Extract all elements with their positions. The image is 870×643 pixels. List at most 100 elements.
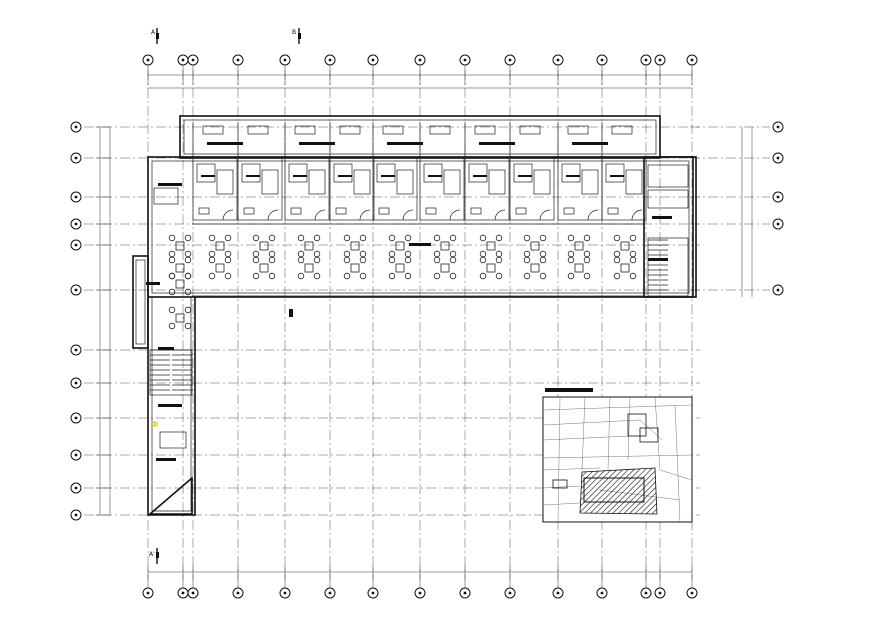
chair [359, 256, 367, 264]
chair [449, 272, 457, 280]
chair [433, 250, 441, 258]
grid-bubble-dot [74, 348, 78, 352]
grid-bubble-dot [463, 591, 467, 595]
chair [479, 256, 487, 264]
dining-table-icon [252, 234, 276, 258]
grid-bubble-dot [556, 58, 560, 62]
chair [268, 250, 276, 258]
room-outline [329, 157, 375, 221]
chair [567, 272, 575, 280]
chair [539, 256, 547, 264]
chair [495, 256, 503, 264]
grid-bubble-dot [181, 58, 185, 62]
grid-bubble-dot [600, 591, 604, 595]
chair [224, 272, 232, 280]
grid-bubble-dot [74, 381, 78, 385]
chair [629, 256, 637, 264]
guest-rooms-row [192, 122, 647, 221]
chair [583, 234, 591, 242]
chair [343, 234, 351, 242]
grid-bubble-dot [644, 58, 648, 62]
bathroom-block [241, 163, 261, 183]
chair [567, 250, 575, 258]
chair [168, 288, 176, 296]
chair [297, 256, 305, 264]
table-top [259, 241, 269, 251]
chair [404, 234, 412, 242]
door-swing [449, 209, 461, 221]
bed-block [443, 169, 461, 195]
grid-bubbles [70, 54, 784, 599]
balcony-furniture [339, 125, 361, 135]
section-marker-icon [298, 33, 301, 39]
bathroom-block [333, 163, 353, 183]
dining-table-icon [388, 234, 412, 258]
table-top [574, 263, 584, 273]
dining-table-icon [343, 256, 367, 280]
chair [495, 234, 503, 242]
chair [539, 234, 547, 242]
table-top [620, 263, 630, 273]
door-swing [359, 209, 371, 221]
grid-bubble-dot [74, 513, 78, 517]
chair [449, 234, 457, 242]
table-top [486, 241, 496, 251]
chair [433, 256, 441, 264]
door-swing [494, 209, 506, 221]
chair [184, 256, 192, 264]
grid-bubble-dot [74, 486, 78, 490]
table-top [395, 241, 405, 251]
bed-block [488, 169, 506, 195]
bathroom-block [561, 163, 581, 183]
chair [168, 250, 176, 258]
map-street-line [542, 502, 581, 506]
grid-bubble-dot [328, 58, 332, 62]
dining-table-icon [479, 256, 503, 280]
chair [359, 250, 367, 258]
dining-table-icon [433, 234, 457, 258]
desk-block [607, 207, 619, 215]
chair [539, 272, 547, 280]
chair [343, 250, 351, 258]
map-block [639, 427, 659, 443]
grid-bubble-dot [74, 288, 78, 292]
chair [404, 272, 412, 280]
map-street-line [557, 396, 561, 523]
chair [184, 250, 192, 258]
chair [268, 256, 276, 264]
table-top [304, 241, 314, 251]
chair [388, 250, 396, 258]
door-swing [267, 209, 279, 221]
chair [523, 234, 531, 242]
section-label-a-top: A [151, 29, 156, 36]
table-top [530, 263, 540, 273]
desk-block [515, 207, 527, 215]
door-swing [539, 209, 551, 221]
balcony-furniture [382, 125, 404, 135]
grid-bubble-dot [463, 58, 467, 62]
grid-bubble-dot [146, 58, 150, 62]
bathroom-block [196, 163, 216, 183]
chair [252, 250, 260, 258]
room-outline [192, 157, 238, 221]
grid-bubble-dot [74, 156, 78, 160]
chair [208, 256, 216, 264]
dining-table-icon [479, 234, 503, 258]
dining-table-icon [343, 234, 367, 258]
desk-block [198, 207, 210, 215]
grid-bubble-dot [74, 125, 78, 129]
desk-block [470, 207, 482, 215]
grid-bubble-dot [690, 591, 694, 595]
chair [433, 234, 441, 242]
dimension-lines [96, 65, 753, 588]
door-swing [587, 209, 599, 221]
table-top [350, 241, 360, 251]
desk-block [378, 207, 390, 215]
chair [184, 322, 192, 330]
table-top [175, 313, 185, 323]
chair [297, 272, 305, 280]
grid-bubble-dot [776, 288, 780, 292]
map-block [552, 479, 568, 489]
chair [184, 288, 192, 296]
room-label-bar [610, 175, 624, 177]
